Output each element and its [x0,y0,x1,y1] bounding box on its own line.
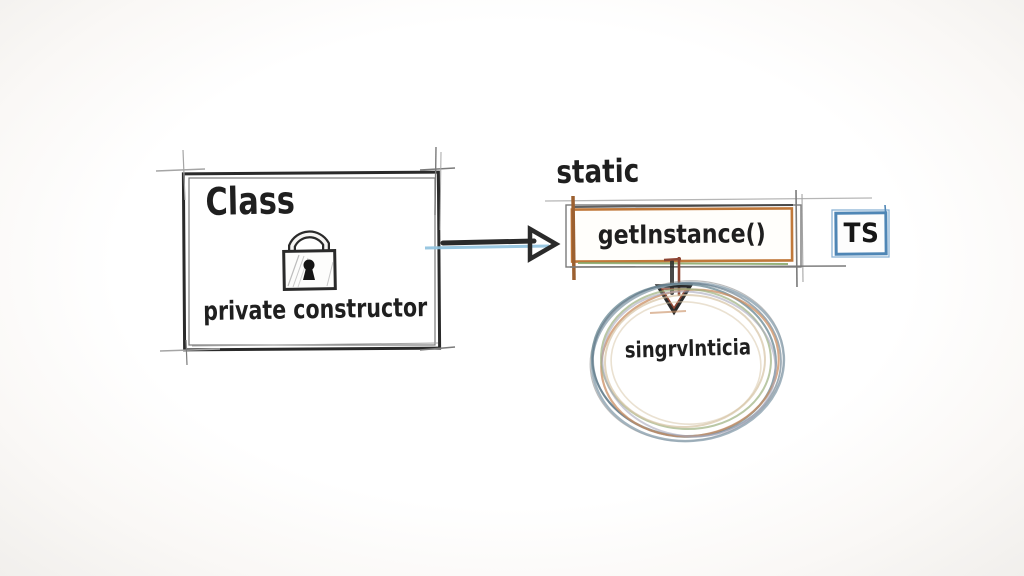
singleton-circle-label-box: singrvlnticia [600,333,775,365]
class-box-outline [155,146,456,366]
ts-badge-outline [831,204,890,258]
get-instance-box-outline [544,189,873,288]
singleton-scribble [589,280,786,443]
ts-badge: TS [836,213,886,254]
get-instance-label: getInstance() [597,219,767,251]
lock-icon [282,230,337,291]
arrow-right-icon [424,225,561,263]
static-annotation: static [556,151,640,191]
private-constructor-label: private constructor [203,293,428,327]
class-box-title: Class [205,178,296,224]
get-instance-box: getInstance() [572,209,792,261]
singleton-circle-label: singrvlnticia [624,334,751,364]
ts-badge-label: TS [843,218,879,249]
lock-keyhole [303,259,315,271]
